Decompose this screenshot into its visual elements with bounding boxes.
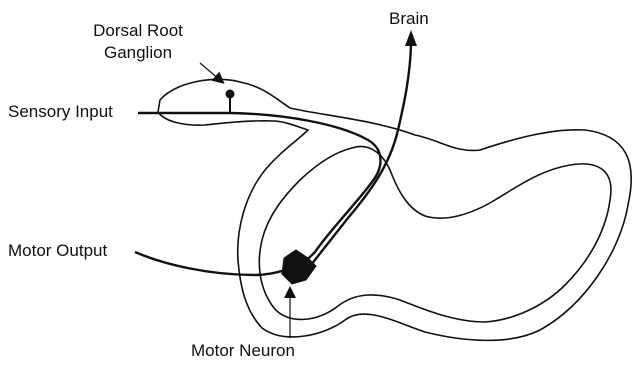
- ganglion-pointer: [200, 63, 220, 80]
- spinal-cord-outer-outline: [158, 79, 631, 340]
- brain-arrowhead: [405, 30, 417, 46]
- sensory-neuron-fiber: [138, 113, 381, 268]
- dorsal-root-ganglion-label-line1: Dorsal Root: [78, 20, 198, 42]
- dorsal-root-ganglion-label: Dorsal Root Ganglion: [78, 20, 198, 64]
- motor-neuron-label: Motor Neuron: [191, 340, 295, 362]
- brain-label: Brain: [389, 8, 429, 30]
- motor-output-axon: [135, 252, 286, 275]
- brain-pathway: [307, 45, 411, 270]
- sensory-input-label: Sensory Input: [8, 101, 113, 123]
- ganglion-cell-body: [226, 90, 235, 99]
- grey-matter-outline: [259, 147, 611, 322]
- dorsal-root-ganglion-label-line2: Ganglion: [78, 42, 198, 64]
- motor-output-label: Motor Output: [8, 240, 107, 262]
